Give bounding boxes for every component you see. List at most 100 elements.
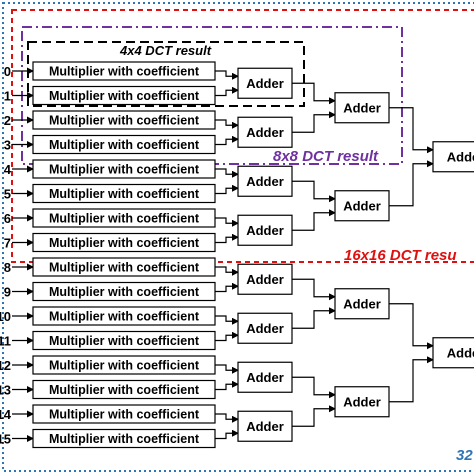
- adder-level3-frame: [432, 337, 474, 369]
- multiplier-block: Multiplier with coefficient: [32, 159, 216, 179]
- multiplier-block-frame: [32, 404, 216, 424]
- adder-level2: Adder: [334, 190, 390, 222]
- adder-to-adder-wire: [292, 405, 336, 427]
- multiplier-block-frame: [32, 257, 216, 277]
- multiplier-to-adder-wire: [215, 331, 239, 342]
- adder-level3-frame: [432, 141, 474, 173]
- multiplier-block-frame: [32, 208, 216, 228]
- multiplier-block: Multiplier with coefficient: [32, 134, 216, 155]
- multiplier-block-frame: [32, 85, 216, 106]
- adder-level1-label: Adder: [246, 419, 284, 434]
- adder-level1-frame: [237, 214, 293, 246]
- multiplier-to-adder-wire: [215, 233, 239, 244]
- multiplier-block-label: Multiplier with coefficient: [49, 89, 200, 103]
- multiplier-to-adder-wire: [215, 315, 239, 325]
- adder-level3: Adde: [432, 337, 474, 369]
- dct32-result-label: 32: [456, 447, 473, 464]
- multiplier-block-label: Multiplier with coefficient: [49, 261, 200, 275]
- multiplier-to-adder-wire: [215, 217, 239, 227]
- adder-level2-label: Adder: [343, 100, 381, 115]
- input-label: 15: [0, 432, 11, 447]
- multiplier-block: Multiplier with coefficient: [32, 379, 216, 400]
- multiplier-block-label: Multiplier with coefficient: [49, 65, 200, 79]
- dct16-region-border: [11, 9, 474, 263]
- multiplier-block-label: Multiplier with coefficient: [49, 114, 200, 128]
- multiplier-block-label: Multiplier with coefficient: [49, 187, 200, 201]
- multiplier-to-adder-wire: [215, 86, 239, 97]
- multiplier-to-adder-wire: [215, 266, 239, 276]
- multiplier-block-label: Multiplier with coefficient: [49, 236, 200, 250]
- adder-level2-frame: [334, 386, 390, 418]
- adder-level2-label: Adder: [343, 394, 381, 409]
- adder-level3: Adde: [432, 141, 474, 173]
- multiplier-block: Multiplier with coefficient: [32, 61, 216, 81]
- adder-level1: Adder: [237, 361, 293, 393]
- multiplier-block-frame: [32, 134, 216, 155]
- multiplier-block-label: Multiplier with coefficient: [49, 212, 200, 226]
- input-label: 11: [0, 334, 11, 349]
- adder-level2-frame: [334, 190, 390, 222]
- multiplier-to-adder-wire: [215, 429, 239, 440]
- adder-level2: Adder: [334, 92, 390, 124]
- multiplier-block-frame: [32, 232, 216, 253]
- adder-level1-label: Adder: [246, 272, 284, 287]
- adder-level1-label: Adder: [246, 174, 284, 189]
- multiplier-block-label: Multiplier with coefficient: [49, 334, 200, 348]
- multiplier-block-frame: [32, 281, 216, 302]
- multiplier-to-adder-wire: [215, 184, 239, 195]
- multiplier-to-adder-wire: [215, 70, 239, 80]
- input-label: 0: [4, 64, 11, 79]
- input-label: 10: [0, 309, 11, 324]
- multiplier-block-label: Multiplier with coefficient: [49, 310, 200, 324]
- adder-level1-frame: [237, 410, 293, 442]
- multiplier-block-label: Multiplier with coefficient: [49, 163, 200, 177]
- adder-level3-label: Adde: [447, 149, 474, 164]
- multiplier-block-label: Multiplier with coefficient: [49, 359, 200, 373]
- adder-level3-label: Adde: [447, 345, 474, 360]
- multiplier-to-adder-wire: [215, 413, 239, 423]
- multiplier-to-adder-wire: [215, 282, 239, 293]
- adder-to-adder-wire: [292, 111, 336, 133]
- adder-to-adder-wire: [389, 107, 434, 154]
- adder-level1-label: Adder: [246, 125, 284, 140]
- adder-level1: Adder: [237, 67, 293, 99]
- adder-level1-label: Adder: [246, 321, 284, 336]
- input-label: 8: [4, 260, 11, 275]
- adder-to-adder-wire: [292, 307, 336, 329]
- multiplier-block-frame: [32, 330, 216, 351]
- multiplier-block: Multiplier with coefficient: [32, 208, 216, 228]
- multiplier-to-adder-wire: [215, 119, 239, 129]
- multiplier-to-adder-wire: [215, 135, 239, 146]
- multiplier-block-label: Multiplier with coefficient: [49, 138, 200, 152]
- input-label: 3: [4, 138, 11, 153]
- adder-to-adder-wire: [389, 303, 434, 350]
- adder-to-adder-wire: [292, 82, 336, 105]
- adder-level2-label: Adder: [343, 296, 381, 311]
- input-label: 1: [4, 89, 11, 104]
- adder-to-adder-wire: [292, 209, 336, 231]
- multiplier-block-label: Multiplier with coefficient: [49, 408, 200, 422]
- multiplier-block-frame: [32, 428, 216, 449]
- multiplier-to-adder-wire: [215, 380, 239, 391]
- multiplier-block: Multiplier with coefficient: [32, 355, 216, 375]
- multiplier-block-frame: [32, 183, 216, 204]
- adder-to-adder-wire: [292, 278, 336, 301]
- adder-level1-label: Adder: [246, 76, 284, 91]
- input-label: 13: [0, 383, 11, 398]
- adder-level1-frame: [237, 116, 293, 148]
- multiplier-block-label: Multiplier with coefficient: [49, 285, 200, 299]
- adder-level2: Adder: [334, 288, 390, 320]
- input-label: 2: [4, 113, 11, 128]
- input-label: 12: [0, 358, 11, 373]
- multiplier-block: Multiplier with coefficient: [32, 85, 216, 106]
- connection-wires: [12, 67, 434, 442]
- adder-level1-frame: [237, 312, 293, 344]
- adder-to-adder-wire: [389, 160, 434, 207]
- multiplier-block: Multiplier with coefficient: [32, 232, 216, 253]
- adder-level2-label: Adder: [343, 198, 381, 213]
- adder-level1-frame: [237, 263, 293, 295]
- multiplier-block: Multiplier with coefficient: [32, 257, 216, 277]
- multiplier-block: Multiplier with coefficient: [32, 306, 216, 326]
